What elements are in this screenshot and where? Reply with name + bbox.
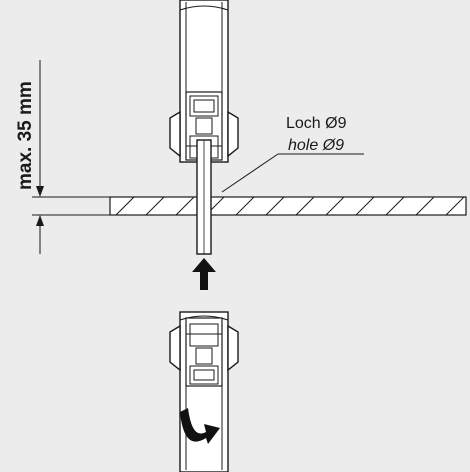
dimension-arrow-down	[36, 186, 44, 197]
bottom-tube-assembly	[169, 311, 239, 472]
callout-leader	[221, 153, 364, 193]
hole-label-english: hole Ø9	[288, 137, 344, 154]
panel-hatching	[115, 196, 465, 216]
panel-section	[109, 196, 467, 216]
hole-label-german: Loch Ø9	[286, 115, 347, 132]
dimension-label: max. 35 mm	[15, 81, 36, 190]
clamp-left-lower	[169, 324, 181, 372]
clamp-left	[169, 110, 181, 158]
insert-direction-arrow	[192, 258, 216, 290]
dimension-marker	[32, 60, 110, 254]
clamp-right	[227, 110, 239, 158]
clamp-right-lower	[227, 324, 239, 372]
rotate-clockwise-icon	[180, 408, 220, 444]
top-tube-assembly	[169, 0, 239, 255]
